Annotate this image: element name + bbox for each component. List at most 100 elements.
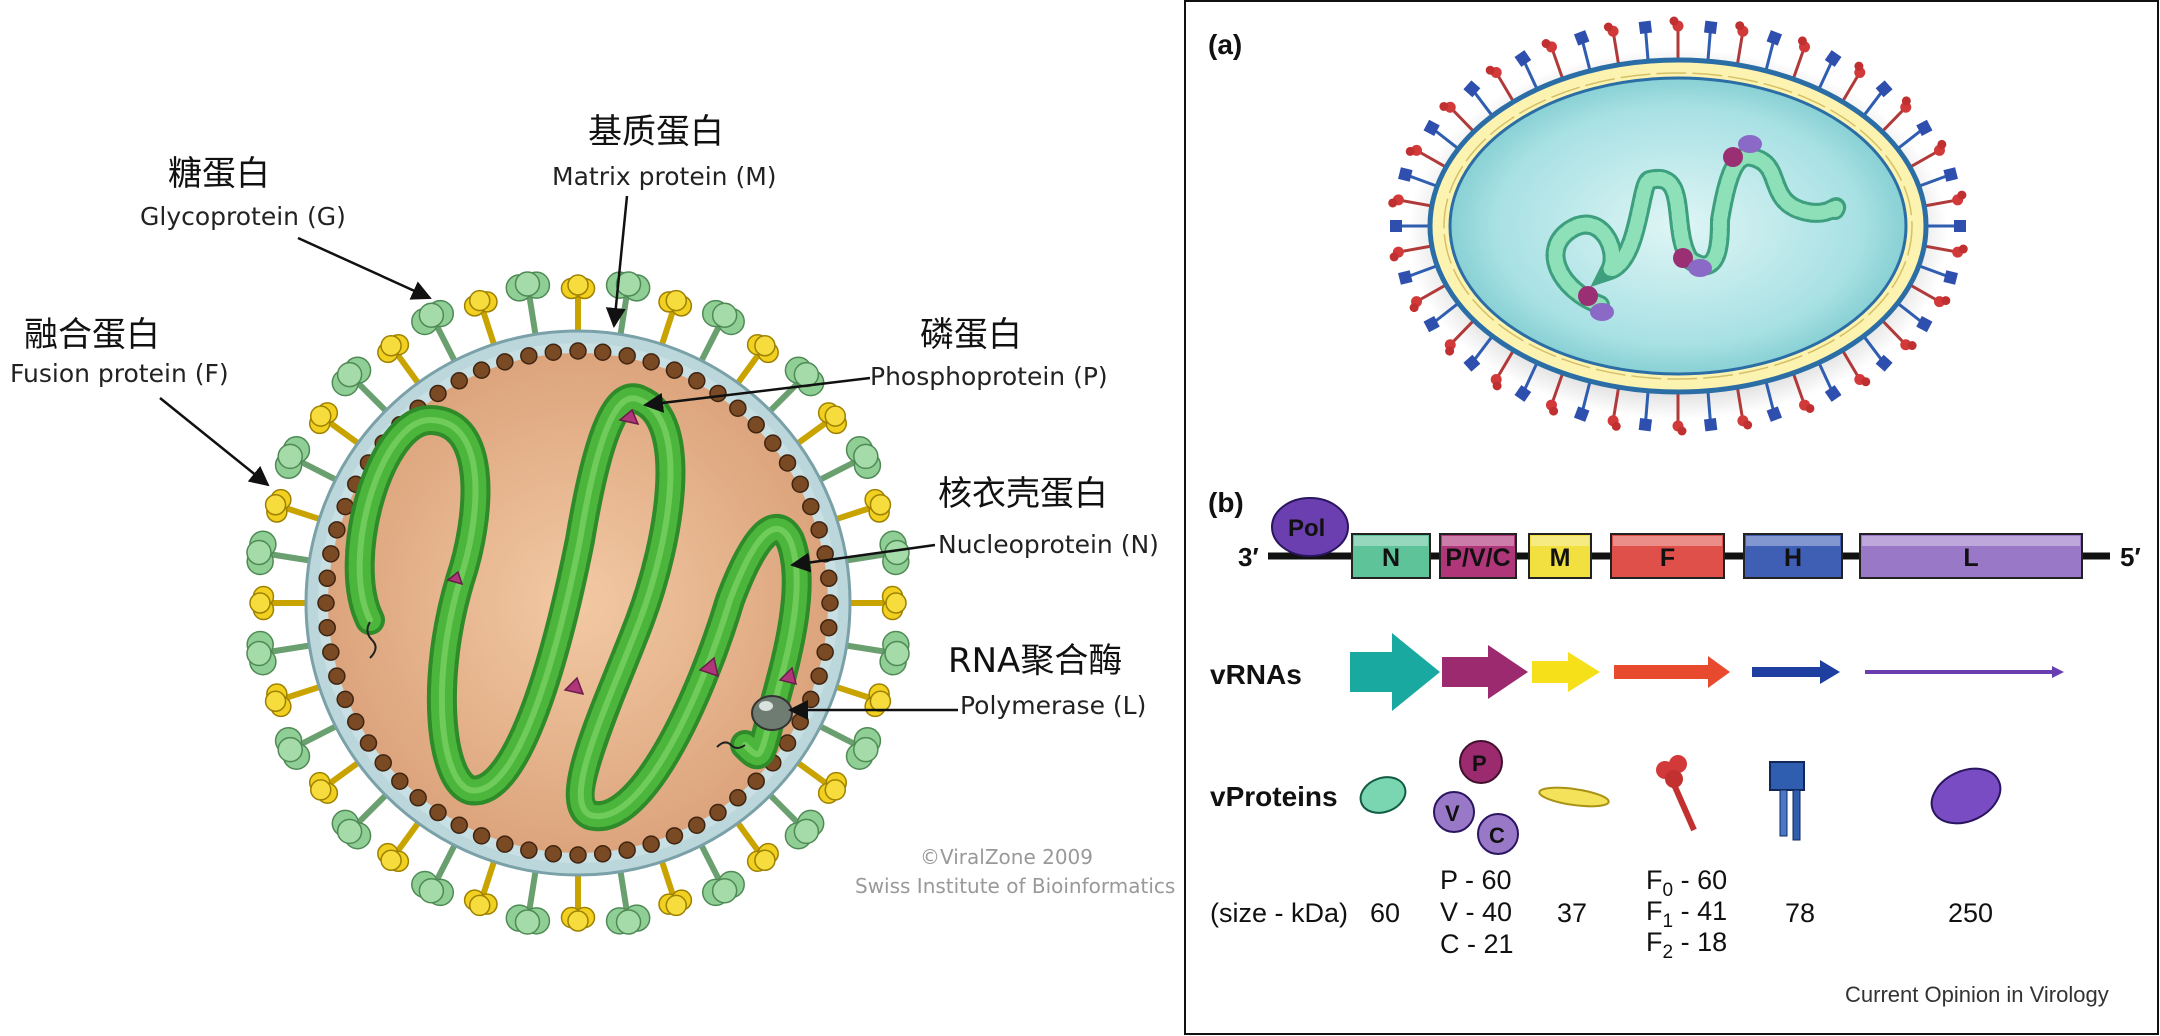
- fusion-spike: [766, 356, 825, 415]
- size-f1: F1 - 41: [1646, 896, 1727, 932]
- size-h: 78: [1785, 898, 1815, 928]
- matrix-bead: [409, 789, 427, 807]
- h-spike: [1918, 264, 1958, 285]
- fusion-spike: [766, 791, 825, 850]
- f-spike: [1389, 244, 1433, 262]
- fusion-spike: [331, 791, 390, 850]
- m-protein-icon: [1538, 786, 1610, 808]
- matrix-layer: [317, 342, 839, 864]
- c-letter: C: [1489, 823, 1505, 848]
- fusion-spike: [697, 842, 745, 907]
- matrix-bead: [747, 416, 765, 434]
- f-spike: [1485, 65, 1515, 103]
- virion-surface-spikes: [1388, 16, 1968, 436]
- p-letter: P: [1472, 751, 1487, 776]
- matrix-bead: [618, 347, 636, 365]
- matrix-bead: [791, 713, 809, 731]
- matrix-bead: [821, 594, 839, 612]
- h-spike: [1463, 335, 1494, 372]
- vrna-arrow-l: [1865, 666, 2064, 678]
- f-spike: [1409, 283, 1447, 313]
- gene-box-f: F: [1610, 533, 1725, 579]
- f-spike: [1444, 319, 1475, 356]
- matrix-bead: [328, 667, 346, 685]
- h-spike: [1390, 220, 1430, 232]
- f-spike: [1791, 36, 1811, 80]
- phospho-label-zh: 磷蛋白: [920, 315, 1022, 355]
- polymerase-icon: [751, 695, 793, 731]
- glycoprotein-spike: [560, 274, 596, 333]
- glycoprotein-label-en: Glycoprotein (G): [140, 202, 346, 231]
- glycoprotein-spike: [734, 819, 779, 873]
- vrna-arrow-m: [1532, 652, 1600, 692]
- vproteins-label: vProteins: [1210, 781, 1338, 812]
- glycoprotein-spike: [377, 333, 422, 387]
- nucleo-label-zh: 核衣壳蛋白: [938, 474, 1108, 514]
- gene-box-n: N: [1351, 533, 1431, 579]
- h-spike: [1398, 264, 1438, 285]
- size-label: (size - kDa): [1210, 898, 1348, 928]
- f-spike: [1545, 372, 1565, 416]
- matrix-bead: [496, 353, 514, 371]
- vprotein-icons: P V C: [1359, 740, 2002, 855]
- matrix-bead: [816, 545, 834, 563]
- nucleocapsid: [344, 383, 812, 832]
- matrix-bead: [322, 643, 340, 661]
- rna-end-icon: [366, 621, 377, 659]
- matrix-bead: [618, 841, 636, 859]
- f-spike: [1672, 392, 1687, 436]
- glycoprotein-spike: [794, 402, 848, 447]
- fusion-spike: [697, 299, 745, 364]
- glycoprotein-spike: [463, 858, 498, 917]
- fusion-spike: [331, 356, 390, 415]
- gene-label: H: [1784, 544, 1802, 572]
- matrix-bead: [318, 569, 336, 588]
- matrix-bead: [450, 372, 468, 390]
- matrix-bead: [544, 343, 563, 361]
- matrix-bead: [429, 803, 447, 822]
- matrix-bead: [820, 569, 838, 588]
- matrix-bead: [391, 772, 409, 790]
- h-spike: [1463, 80, 1494, 117]
- f-spike: [1439, 101, 1475, 133]
- gene-box-pvc: P/V/C: [1439, 533, 1517, 579]
- gene-box-l: L: [1859, 533, 2083, 579]
- size-f2: F2 - 18: [1646, 927, 1727, 963]
- matrix-bead: [520, 841, 538, 859]
- glycoprotein-spike: [377, 819, 422, 873]
- h-spike: [1514, 361, 1539, 402]
- h-spike: [1703, 390, 1718, 432]
- matrix-bead: [520, 347, 538, 365]
- size-v: V - 40: [1440, 897, 1512, 927]
- h-spike: [1573, 30, 1592, 72]
- vrna-arrows: [1350, 633, 2064, 711]
- size-n: 60: [1370, 898, 1400, 928]
- matrix-bead: [642, 835, 660, 853]
- matrix-bead: [450, 816, 468, 834]
- f-spike: [1405, 144, 1447, 169]
- fusion-spike: [274, 436, 339, 484]
- h-protein-icon: [1769, 761, 1805, 841]
- fusion-spike: [817, 436, 882, 484]
- polymerase-pol-icon: Pol: [1271, 497, 1349, 557]
- matrix-bead: [328, 521, 346, 539]
- pol-label: Pol: [1288, 515, 1325, 542]
- glycoprotein-spike: [308, 402, 362, 447]
- h-spike: [1817, 361, 1842, 402]
- matrix-bead: [764, 434, 782, 452]
- f-spike: [1923, 190, 1967, 208]
- glycoprotein-label-zh: 糖蛋白: [168, 154, 270, 194]
- gene-label: F: [1660, 544, 1675, 572]
- f-spike: [1841, 349, 1871, 387]
- matrix-bead: [544, 845, 563, 863]
- f-protein-icon: [1656, 755, 1697, 832]
- v-protein-icon: [1433, 791, 1475, 833]
- matrix-bead: [472, 827, 491, 845]
- matrix-bead: [496, 835, 514, 853]
- h-spike: [1918, 167, 1958, 188]
- fusion-label-en: Fusion protein (F): [10, 359, 229, 388]
- polymerase-label-zh: RNA聚合酶: [948, 641, 1122, 681]
- n-protein-icon: [1359, 776, 1407, 814]
- credit-line2: Swiss Institute of Bioinformatics: [855, 874, 1175, 898]
- glycoprotein-spike: [833, 488, 892, 523]
